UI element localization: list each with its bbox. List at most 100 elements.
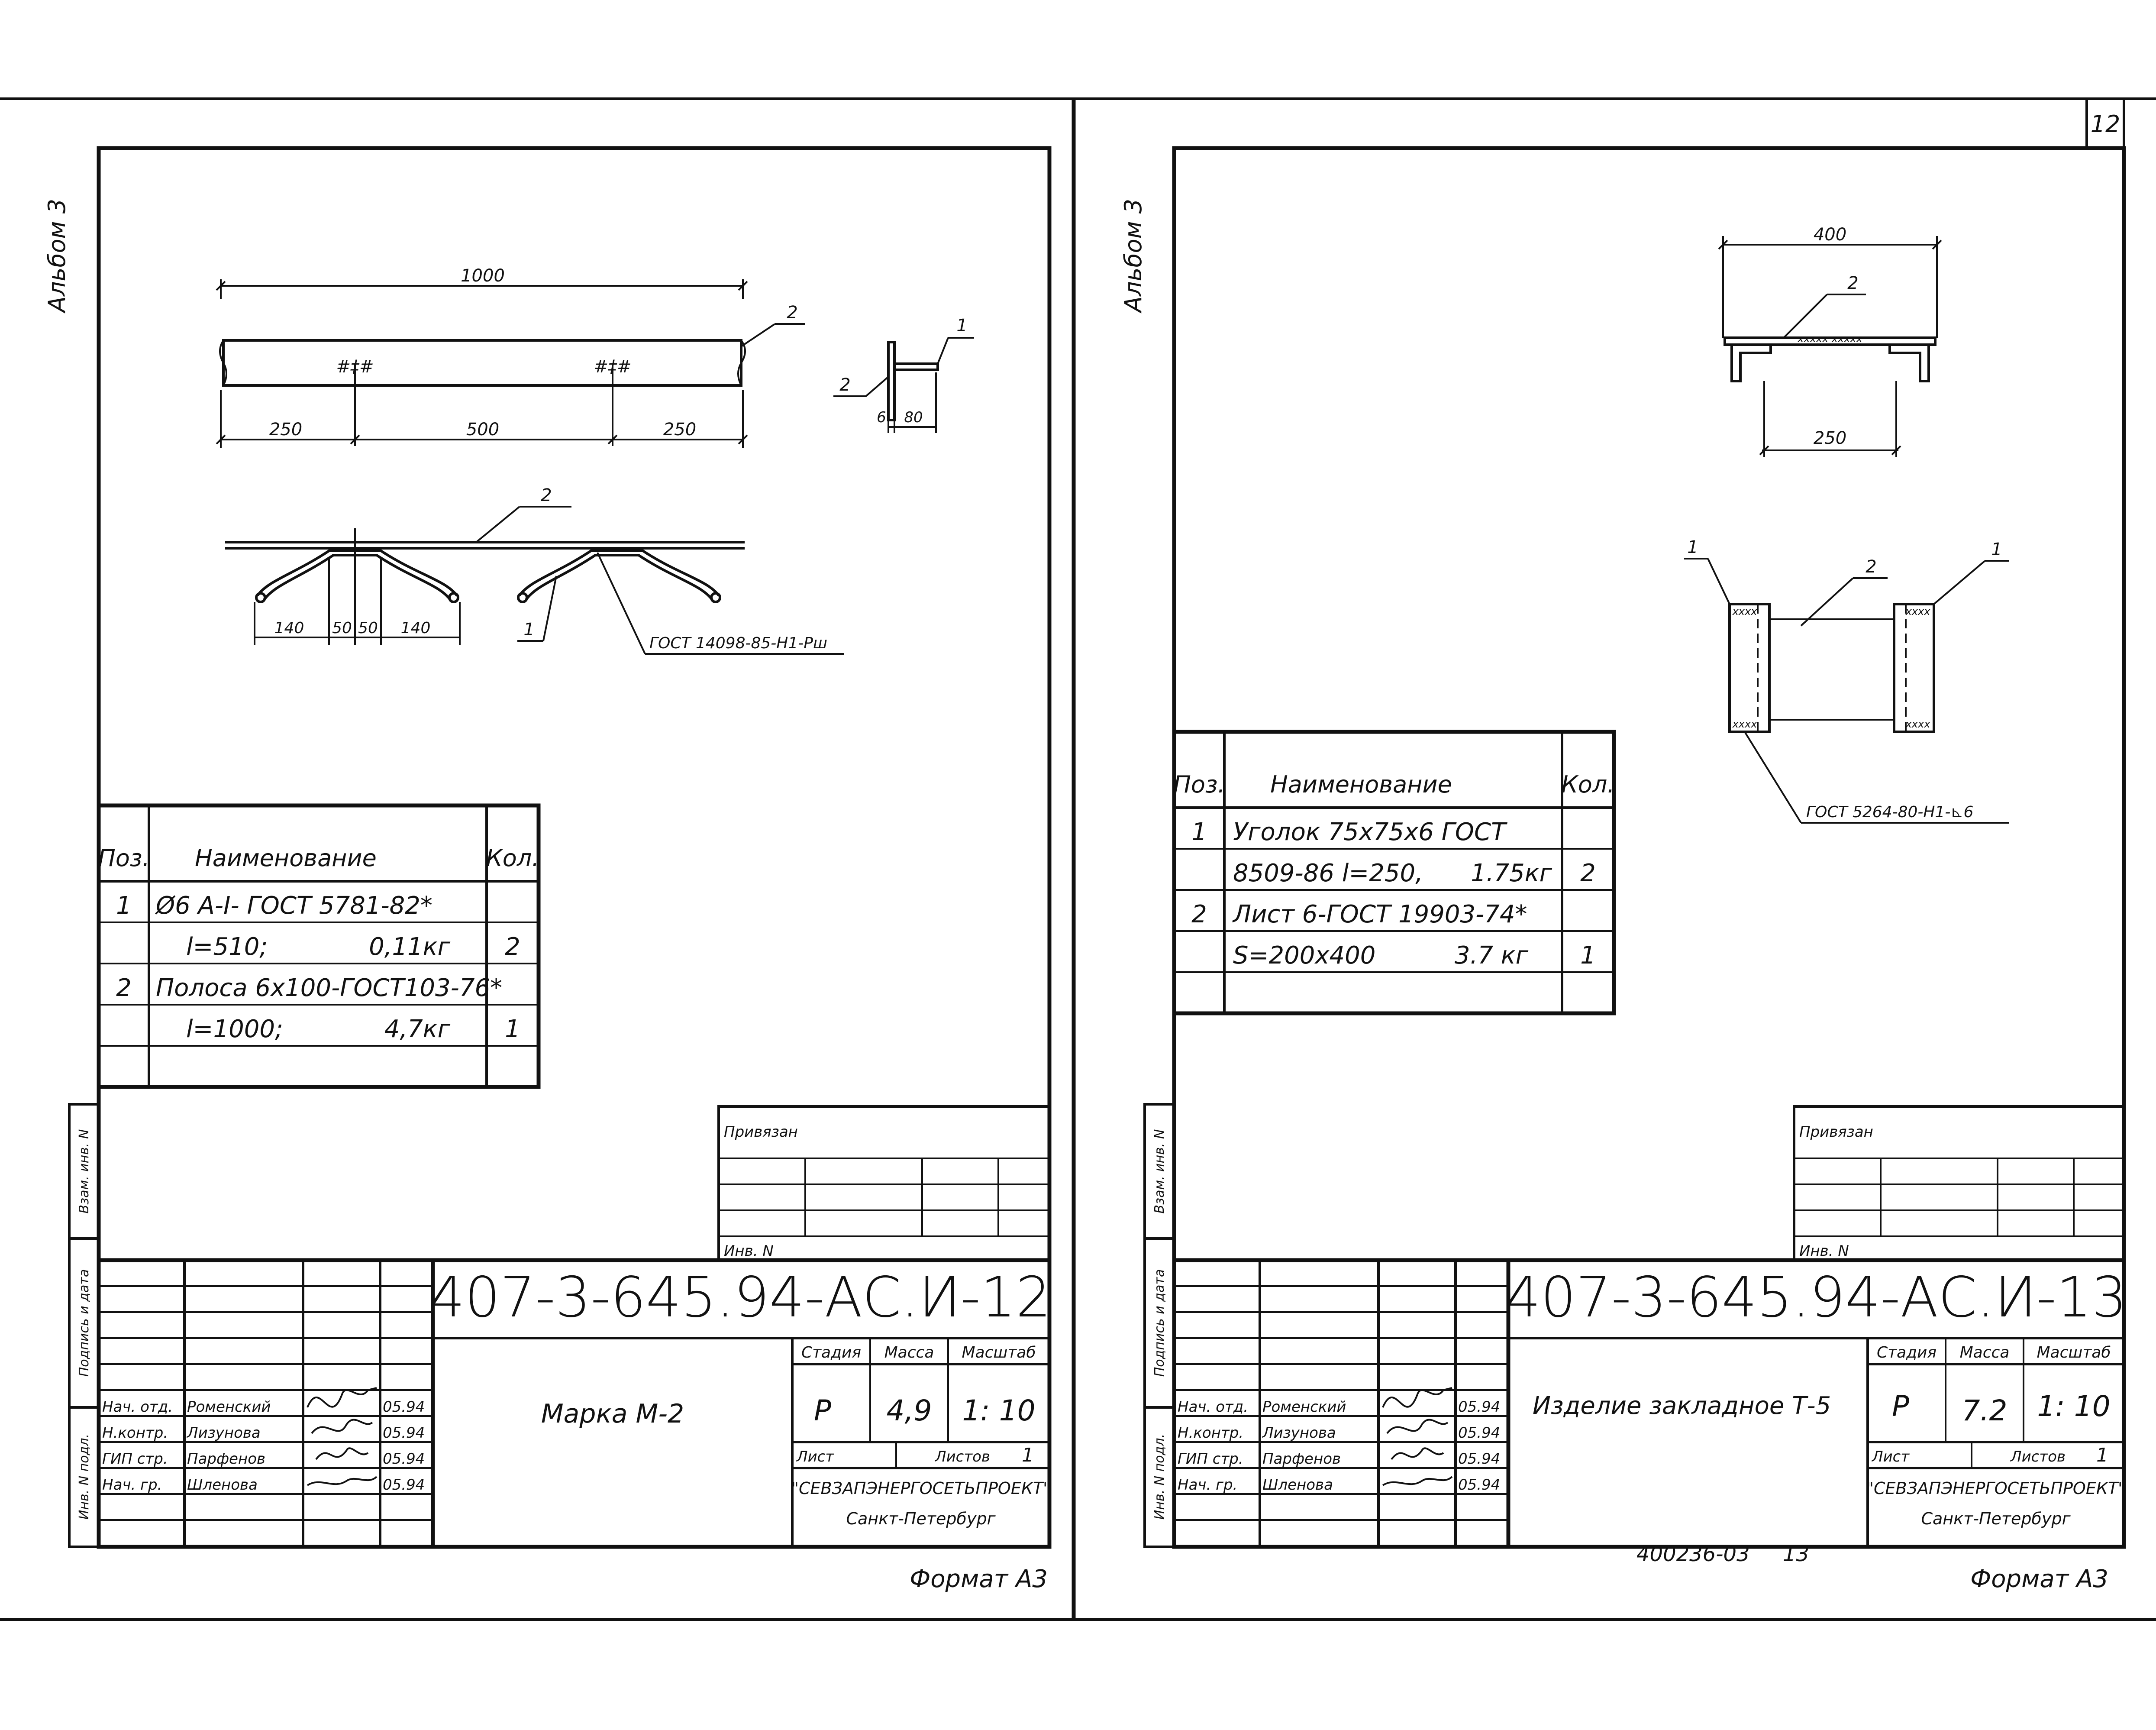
callout-2-mid: 2: [1866, 557, 1876, 577]
callout-2-side: 2: [839, 375, 850, 395]
privyazan-label-right: Привязан: [1799, 1123, 1873, 1141]
staff1-name: Роменский: [187, 1398, 271, 1416]
scale-header-left: Масштаб: [962, 1344, 1036, 1361]
spec-header-pos: Поз.: [98, 844, 150, 872]
inv-n-label-right: Инв. N: [1799, 1242, 1849, 1260]
callout-2-bot: 2: [541, 485, 552, 505]
callout-1-side: 1: [956, 316, 967, 336]
dim-seg1: 250: [269, 420, 302, 440]
spec-row2-line2b: 4,7кг: [384, 1015, 451, 1043]
staff2-date-right: 05.94: [1458, 1424, 1500, 1442]
weld-marks-plan-b: xxxx: [1905, 605, 1931, 618]
privyazan-block-left: Привязан Инв. N: [717, 1105, 1051, 1261]
stage-header-right: Стадия: [1877, 1344, 1937, 1361]
staff3-name: Парфенов: [187, 1450, 265, 1468]
side-strip-right: Взам. инв. N Подпись и дата Инв. N подл.: [1143, 1103, 1175, 1548]
staff4-date: 05.94: [383, 1476, 425, 1494]
spec-r-row1-line1: Уголок 75х75х6 ГОСТ: [1233, 818, 1507, 846]
spec-row2-line1: Полоса 6х100-ГОСТ103-76*: [156, 974, 502, 1002]
signature-2-left: [311, 1419, 373, 1434]
staff4-role: Нач. гр.: [102, 1476, 162, 1494]
format-label-left: Формат А3: [910, 1565, 1048, 1593]
weld-marks-plan-a: xxxx: [1732, 605, 1758, 618]
bar-plan-left: 140 50 50 140 2 1 ГОСТ 14098-85-Н1-Рш: [225, 485, 844, 655]
callout-2-section: 2: [1847, 273, 1858, 293]
callout-2-top: 2: [787, 303, 797, 323]
spec-header-pos-right: Поз.: [1173, 771, 1225, 798]
section-view-right: 400 xxxxx xxxxx 250 2: [1718, 225, 1942, 457]
mass-value-right: 7.2: [1962, 1394, 2008, 1427]
title-block-right: 407-3-645.94-АС.И-13 Нач. отд. Роменский…: [1174, 1258, 2127, 1547]
left-sheet: Альбом 3 Взам. инв. N Подпись и дата Инв…: [43, 146, 1052, 1593]
staff3-name-right: Парфенов: [1262, 1450, 1341, 1468]
plan-view-right: xxxx xxxx xxxx xxxx 1 2 1 ГОСТ 5264-80-Н…: [1684, 537, 2009, 824]
spec-r-row2-pos: 2: [1191, 900, 1207, 928]
plate-drawing-left: 1000 #‡# #‡# 250 500 250 2: [216, 266, 805, 448]
signature-4-left: [307, 1476, 378, 1486]
signature-1-right: [1382, 1387, 1452, 1408]
sheet-number: 12: [2091, 110, 2120, 138]
dim-400: 400: [1814, 225, 1846, 245]
staff1-date-right: 05.94: [1458, 1398, 1500, 1416]
side-label-inv: Инв. N подл.: [77, 1434, 92, 1520]
signature-1-left: [307, 1387, 377, 1408]
staff4-name: Шленова: [187, 1476, 258, 1494]
side-label-podpis-right: Подпись и дата: [1152, 1269, 1167, 1377]
spec-r-row1-pos: 1: [1191, 818, 1207, 846]
callout-1b: 1: [1991, 540, 2002, 559]
doc-code-right: 407-3-645.94-АС.И-13: [1505, 1265, 2127, 1330]
signature-3-left: [315, 1447, 369, 1460]
city-right: Санкт-Петербург: [1921, 1509, 2071, 1528]
callout-1-bot: 1: [523, 620, 534, 640]
staff3-date: 05.94: [383, 1450, 425, 1468]
staff1-date: 05.94: [383, 1398, 425, 1416]
dim-seg2: 500: [466, 420, 499, 440]
staff3-date-right: 05.94: [1458, 1450, 1500, 1468]
signature-3-right: [1391, 1447, 1444, 1460]
dim-250: 250: [1814, 428, 1846, 448]
weld-marks-plan-d: xxxx: [1905, 718, 1931, 730]
title-block-left: 407-3-645.94-АС.И-12 Нач. отд. Роменский…: [99, 1258, 1051, 1547]
doc-code-left: 407-3-645.94-АС.И-12: [429, 1265, 1051, 1330]
spec-table-left: Поз. Наименование Кол. 1 Ø6 А-I- ГОСТ 57…: [97, 803, 541, 1089]
right-sheet: 12 Альбом 3 Взам. инв. N Подпись и дата …: [1120, 97, 2127, 1593]
callout-1a: 1: [1687, 537, 1698, 557]
signature-2-right: [1386, 1419, 1449, 1434]
stage-header-left: Стадия: [801, 1344, 861, 1361]
listov-value-right: 1: [2096, 1444, 2108, 1466]
staff2-role-right: Н.контр.: [1178, 1424, 1243, 1442]
weld-marks-section: xxxxx xxxxx: [1797, 333, 1862, 345]
spec-header-qty-right: Кол.: [1561, 771, 1614, 798]
privyazan-label: Привязан: [724, 1123, 798, 1141]
stage-value-right: Р: [1892, 1390, 1909, 1423]
listov-label-right: Листов: [2010, 1448, 2066, 1465]
city-left: Санкт-Петербург: [846, 1509, 996, 1528]
spec-row2-line2a: l=1000;: [186, 1015, 283, 1043]
spec-r-row2-line2b: 3.7 кг: [1455, 941, 1529, 970]
album-label-left: Альбом 3: [43, 199, 71, 314]
spec-row1-line2b: 0,11кг: [369, 933, 451, 961]
dim-140a: 140: [274, 619, 304, 637]
list-label-right: Лист: [1871, 1448, 1910, 1465]
gost-callout-right: ГОСТ 5264-80-Н1-⊾6: [1806, 803, 1973, 821]
scale-value-right: 1: 10: [2037, 1390, 2110, 1423]
spec-r-row1-line2a: 8509-86 l=250,: [1233, 859, 1423, 887]
spec-row1-pos: 1: [116, 892, 132, 920]
format-label-right: Формат А3: [1970, 1565, 2108, 1593]
dim-50b: 50: [358, 619, 378, 637]
privyazan-block-right: Привязан Инв. N: [1793, 1105, 2125, 1261]
dim-6: 6: [877, 409, 886, 426]
signature-4-right: [1382, 1476, 1453, 1486]
side-label-podpis: Подпись и дата: [77, 1269, 92, 1377]
side-label-inv-right: Инв. N подл.: [1152, 1434, 1167, 1520]
staff2-name: Лизунова: [186, 1424, 261, 1442]
inv-n-label: Инв. N: [724, 1242, 774, 1260]
side-section-left: 6 80 1 2: [833, 316, 974, 433]
staff1-name-right: Роменский: [1262, 1398, 1346, 1416]
spec-row2-pos: 2: [116, 974, 132, 1002]
spec-r-row1-qty: 2: [1580, 859, 1596, 887]
side-label-vzam-right: Взам. инв. N: [1152, 1129, 1167, 1214]
album-label-right: Альбом 3: [1120, 199, 1147, 314]
side-strip-left: Взам. инв. N Подпись и дата Инв. N подл.: [68, 1103, 100, 1548]
